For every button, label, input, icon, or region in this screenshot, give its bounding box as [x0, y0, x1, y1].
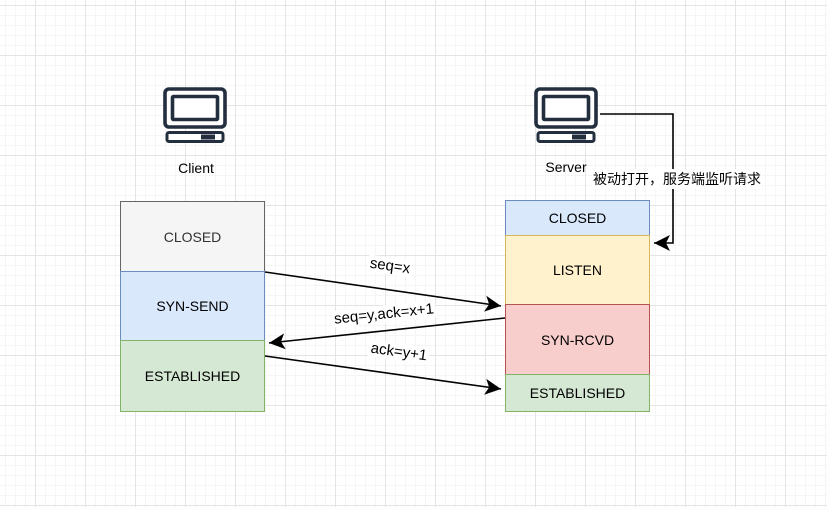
server-state-established: ESTABLISHED: [505, 373, 650, 412]
state-label: ESTABLISHED: [529, 384, 626, 401]
state-label: LISTEN: [552, 262, 602, 278]
state-label: CLOSED: [548, 210, 607, 226]
ack-message-label: ack=y+1: [367, 339, 431, 365]
server-state-stack: CLOSED LISTEN SYN-RCVD ESTABLISHED: [505, 200, 650, 412]
state-label: ESTABLISHED: [144, 367, 241, 384]
client-label: Client: [178, 160, 214, 176]
ack-arrow: [264, 355, 502, 395]
client-state-closed: CLOSED: [120, 201, 265, 272]
server-state-syn-rcvd: SYN-RCVD: [505, 304, 650, 375]
state-label: CLOSED: [163, 228, 222, 245]
syn-ack-message-label: seq=y,ack=x+1: [331, 300, 437, 328]
syn-message-label: seq=x: [366, 254, 414, 278]
client-state-stack: CLOSED SYN-SEND ESTABLISHED: [120, 201, 265, 412]
state-label: SYN-SEND: [156, 298, 229, 314]
state-label: SYN-RCVD: [540, 331, 615, 348]
passive-open-annotation: 被动打开，服务端监听请求: [592, 169, 762, 189]
client-computer-icon: [163, 87, 227, 143]
client-state-syn-send: SYN-SEND: [120, 270, 265, 342]
server-state-closed: CLOSED: [505, 200, 650, 236]
server-label: Server: [545, 159, 587, 175]
server-computer-icon: [534, 87, 598, 143]
syn-arrow: [264, 271, 502, 312]
client-state-established: ESTABLISHED: [120, 340, 265, 412]
server-state-listen: LISTEN: [505, 234, 650, 306]
